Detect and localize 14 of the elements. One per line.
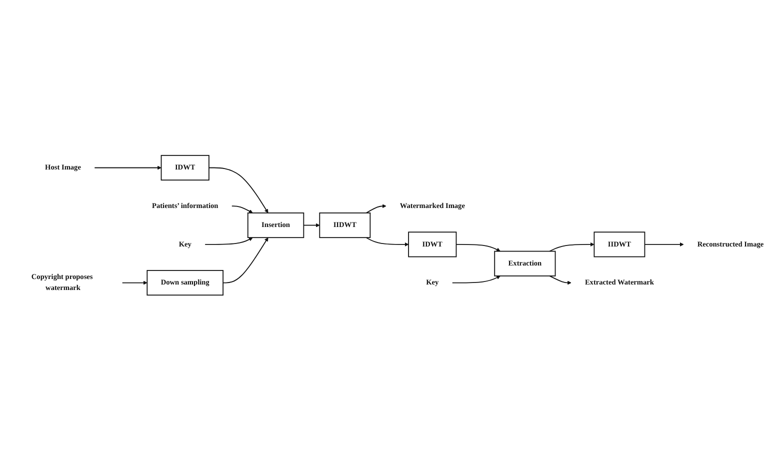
- arrow: [204, 237, 253, 245]
- arrow: [122, 280, 148, 285]
- arrow: [452, 276, 500, 284]
- arrow: [549, 242, 594, 252]
- arrow: [456, 244, 500, 252]
- arrow: [222, 237, 268, 284]
- arrow: [366, 204, 386, 214]
- arrow: [366, 237, 409, 246]
- arrow: [231, 206, 253, 214]
- arrow: [644, 242, 684, 246]
- arrow: [94, 166, 162, 170]
- arrow: [549, 275, 572, 285]
- arrow: [303, 223, 320, 228]
- arrow: [208, 167, 268, 214]
